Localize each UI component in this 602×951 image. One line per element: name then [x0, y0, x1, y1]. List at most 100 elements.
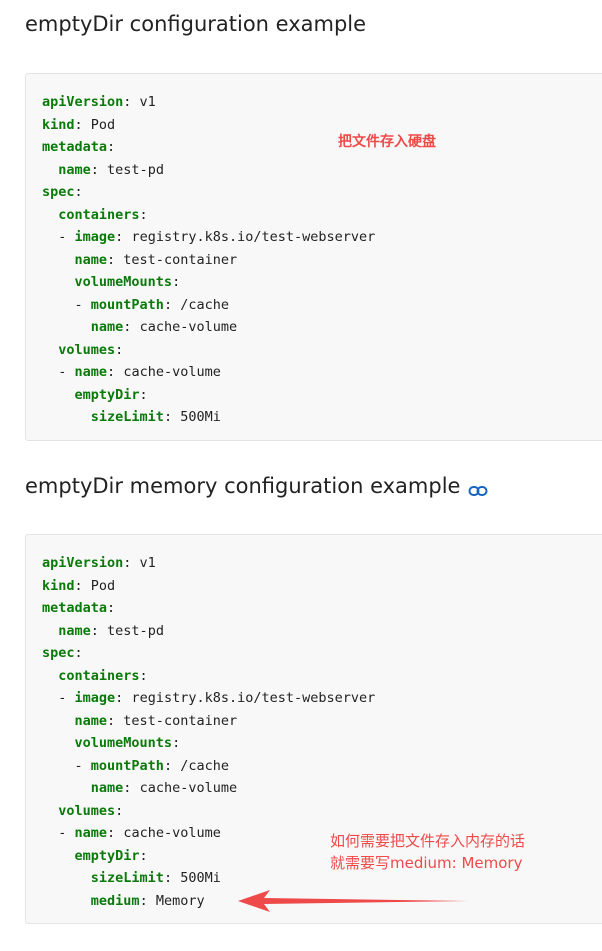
- yaml-colon: :: [115, 802, 124, 819]
- yaml-value: /cache: [172, 757, 229, 774]
- yaml-value: cache-volume: [115, 825, 221, 841]
- code-indent: [42, 893, 91, 909]
- yaml-colon: :: [123, 94, 132, 110]
- annotation-disk: 把文件存入硬盘: [338, 131, 436, 151]
- yaml-key: volumes: [58, 802, 116, 819]
- code-indent: [42, 319, 91, 335]
- yaml-key: kind: [42, 577, 75, 594]
- code-indent: [42, 713, 75, 729]
- yaml-colon: :: [163, 757, 173, 774]
- code-indent: [42, 229, 58, 245]
- code-line: - mountPath: /cache: [42, 294, 602, 317]
- annotation-line: 把文件存入硬盘: [338, 134, 436, 150]
- yaml-colon: :: [172, 735, 181, 751]
- yaml-value: /cache: [172, 296, 229, 313]
- code-line: - image: registry.k8s.io/test-webserver: [42, 226, 602, 249]
- code-indent: [42, 409, 91, 425]
- annotation-line: 如何需要把文件存入内存的话: [330, 832, 526, 850]
- yaml-key: metadata: [42, 139, 108, 155]
- code-list-marker: -: [58, 690, 75, 706]
- yaml-key: sizeLimit: [90, 409, 164, 425]
- yaml-colon: :: [115, 229, 124, 245]
- yaml-key: apiVersion: [42, 555, 124, 571]
- code-indent: [42, 780, 91, 796]
- code-line: - name: cache-volume: [42, 822, 602, 845]
- section-title-text: emptyDir memory configuration example: [25, 474, 461, 498]
- yaml-colon: :: [74, 184, 83, 200]
- yaml-colon: :: [74, 116, 83, 133]
- yaml-colon: :: [139, 667, 148, 684]
- yaml-key: volumeMounts: [74, 735, 173, 751]
- code-line: containers:: [42, 665, 602, 688]
- code-indent: [42, 758, 75, 774]
- yaml-key: medium: [90, 892, 140, 909]
- code-line: name: cache-volume: [42, 777, 602, 800]
- yaml-key: spec: [42, 184, 75, 200]
- yaml-key: containers: [58, 206, 140, 223]
- code-indent: [42, 364, 58, 380]
- annotation-line: 就需要写medium: Memory: [330, 854, 523, 872]
- yaml-key: containers: [58, 667, 140, 684]
- arrow-left-icon: [238, 890, 468, 912]
- code-indent: [42, 803, 58, 819]
- yaml-colon: :: [139, 206, 148, 223]
- code-line: medium: Memory: [42, 890, 602, 913]
- code-line: metadata:: [42, 136, 602, 159]
- code-line: metadata:: [42, 597, 602, 620]
- yaml-colon: :: [163, 296, 173, 313]
- code-line: emptyDir:: [42, 845, 602, 868]
- code-indent: [42, 342, 58, 358]
- code-indent: [42, 668, 58, 684]
- yaml-key: spec: [42, 645, 75, 661]
- yaml-colon: :: [90, 622, 99, 639]
- yaml-key: name: [58, 622, 91, 639]
- code-line: containers:: [42, 204, 602, 227]
- yaml-key: volumeMounts: [74, 274, 173, 290]
- yaml-key: name: [74, 364, 108, 380]
- code-line: - name: cache-volume: [42, 361, 602, 384]
- yaml-key: mountPath: [90, 757, 164, 774]
- yaml-key: emptyDir: [74, 847, 140, 864]
- yaml-value: v1: [131, 555, 156, 571]
- yaml-key: name: [90, 319, 124, 335]
- yaml-colon: :: [107, 600, 116, 616]
- yaml-value: Pod: [82, 577, 116, 594]
- code-list-marker: -: [74, 757, 91, 774]
- yaml-colon: :: [139, 892, 148, 909]
- link-icon[interactable]: [468, 479, 488, 496]
- yaml-colon: :: [90, 161, 99, 178]
- code-indent: [42, 274, 75, 290]
- yaml-value: cache-volume: [131, 319, 238, 335]
- code-line: - image: registry.k8s.io/test-webserver: [42, 687, 602, 710]
- code-indent: [42, 162, 58, 178]
- yaml-key: apiVersion: [42, 94, 124, 110]
- code-line: apiVersion: v1: [42, 552, 602, 575]
- yaml-key: emptyDir: [74, 386, 140, 403]
- yaml-value: test-container: [115, 712, 238, 729]
- code-line: volumes:: [42, 800, 602, 823]
- yaml-colon: :: [107, 825, 116, 841]
- code-line: name: cache-volume: [42, 316, 602, 339]
- code-line: kind: Pod: [42, 114, 602, 137]
- section-title-emptydir-memory: emptyDir memory configuration example: [25, 474, 488, 498]
- yaml-value: test-pd: [98, 161, 164, 178]
- yaml-colon: :: [123, 555, 132, 571]
- yaml-colon: :: [115, 341, 124, 358]
- yaml-colon: :: [107, 139, 116, 155]
- code-indent: [42, 387, 75, 403]
- yaml-key: image: [74, 690, 116, 706]
- section-title-emptydir: emptyDir configuration example: [25, 12, 367, 36]
- yaml-key: mountPath: [90, 296, 164, 313]
- yaml-colon: :: [139, 847, 148, 864]
- code-line: kind: Pod: [42, 575, 602, 598]
- yaml-key: sizeLimit: [90, 870, 164, 886]
- code-indent: [42, 252, 75, 268]
- code-indent: [42, 690, 58, 706]
- yaml-key: name: [74, 712, 108, 729]
- code-line: sizeLimit: 500Mi: [42, 867, 602, 890]
- code-indent: [42, 207, 58, 223]
- code-list-marker: -: [58, 229, 75, 245]
- code-line: emptyDir:: [42, 384, 602, 407]
